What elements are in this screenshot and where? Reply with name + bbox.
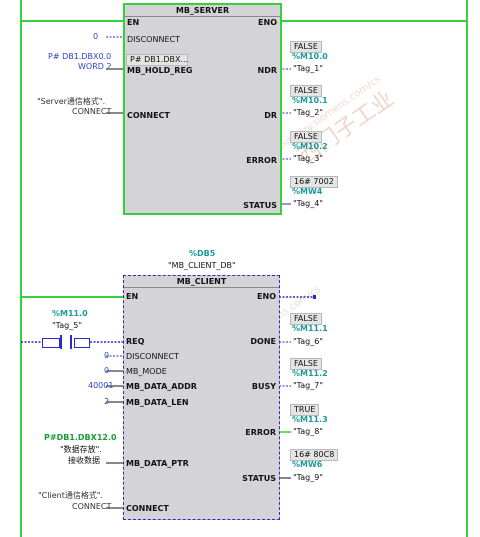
server-hold-reg-value[interactable]: P# DB1.DBX0.0 xyxy=(48,52,112,61)
pin-eno: ENO xyxy=(258,18,277,27)
done-address[interactable]: %M11.1 xyxy=(292,324,328,333)
busy-address[interactable]: %M11.2 xyxy=(292,369,328,378)
done-tag[interactable]: "Tag_6" xyxy=(293,337,323,346)
client-mode-value[interactable]: 0 xyxy=(104,366,110,375)
ndr-address[interactable]: %M10.0 xyxy=(292,52,328,61)
pin-eno: ENO xyxy=(257,292,276,301)
pin-done: DONE xyxy=(250,337,276,346)
pin-en: EN xyxy=(127,18,140,27)
server-connect-value-2[interactable]: CONNECT xyxy=(72,107,112,116)
status-state: 16# 7002 xyxy=(290,176,338,188)
pin-hold-reg-value: P# DB1.DBX... xyxy=(126,54,188,66)
busy-state: FALSE xyxy=(290,358,322,370)
pin-mode: MB_MODE xyxy=(126,367,167,376)
status-tag[interactable]: "Tag_9" xyxy=(293,473,323,482)
block-title: MB_SERVER xyxy=(125,5,280,17)
client-data-len-value[interactable]: 2 xyxy=(104,397,110,406)
req-contact-tag[interactable]: "Tag_5" xyxy=(52,321,82,330)
pin-req: REQ xyxy=(126,337,145,346)
pin-ndr: NDR xyxy=(257,66,278,75)
error-state: TRUE xyxy=(290,404,320,416)
server-hold-reg-word[interactable]: WORD 2 xyxy=(78,62,112,71)
mb-server-block[interactable]: MB_SERVER EN ENO DISCONNECT P# DB1.DBX..… xyxy=(123,3,282,215)
pin-dr: DR xyxy=(264,111,277,120)
dr-state: FALSE xyxy=(290,85,322,97)
error-address[interactable]: %M11.3 xyxy=(292,415,328,424)
dr-address[interactable]: %M10.1 xyxy=(292,96,328,105)
error-address[interactable]: %M10.2 xyxy=(292,142,328,151)
pin-error: ERROR xyxy=(246,156,277,165)
pin-connect: CONNECT xyxy=(127,111,170,120)
status-tag[interactable]: "Tag_4" xyxy=(293,199,323,208)
pin-status: STATUS xyxy=(243,201,277,210)
ndr-state: FALSE xyxy=(290,41,322,53)
client-db-address[interactable]: %DB5 xyxy=(189,249,216,258)
pin-en: EN xyxy=(126,292,139,301)
status-address[interactable]: %MW4 xyxy=(292,187,323,196)
status-address[interactable]: %MW6 xyxy=(292,460,323,469)
client-data-ptr-value-3[interactable]: 接收数据 xyxy=(68,456,100,465)
req-contact[interactable] xyxy=(42,335,90,349)
error-tag[interactable]: "Tag_8" xyxy=(293,427,323,436)
pin-data-len: MB_DATA_LEN xyxy=(126,398,189,407)
pin-data-ptr: MB_DATA_PTR xyxy=(126,459,189,468)
pin-error: ERROR xyxy=(245,428,276,437)
pin-status: STATUS xyxy=(242,474,276,483)
error-state: FALSE xyxy=(290,131,322,143)
server-disconnect-value[interactable]: 0 xyxy=(93,32,99,41)
pin-disconnect: DISCONNECT xyxy=(126,352,179,361)
client-data-addr-value[interactable]: 40001 xyxy=(88,381,114,390)
pin-disconnect: DISCONNECT xyxy=(127,35,180,44)
req-contact-address[interactable]: %M11.0 xyxy=(52,309,88,318)
busy-tag[interactable]: "Tag_7" xyxy=(293,381,323,390)
client-disconnect-value[interactable]: 0 xyxy=(104,351,110,360)
mb-client-block[interactable]: MB_CLIENT EN ENO REQ DONE DISCONNECT MB_… xyxy=(123,275,280,520)
block-title: MB_CLIENT xyxy=(124,276,279,288)
contact-left-bar xyxy=(60,335,62,349)
client-connect-value-2[interactable]: CONNECT xyxy=(72,502,112,511)
client-connect-value[interactable]: "Client通信格式". xyxy=(38,491,104,500)
pin-busy: BUSY xyxy=(251,382,276,391)
server-connect-value[interactable]: "Server通信格式". xyxy=(37,97,106,106)
done-state: FALSE xyxy=(290,313,322,325)
client-db-name[interactable]: "MB_CLIENT_DB" xyxy=(168,261,236,270)
pin-connect: CONNECT xyxy=(126,504,169,513)
pin-data-addr: MB_DATA_ADDR xyxy=(126,382,197,391)
contact-right-bar xyxy=(70,335,72,349)
pin-hold-reg: MB_HOLD_REG xyxy=(127,66,193,75)
error-tag[interactable]: "Tag_3" xyxy=(293,154,323,163)
ndr-tag[interactable]: "Tag_1" xyxy=(293,64,323,73)
client-data-ptr-value-2[interactable]: "数据存放". xyxy=(60,445,102,454)
dr-tag[interactable]: "Tag_2" xyxy=(293,108,323,117)
status-state: 16# 80C8 xyxy=(290,449,339,461)
client-data-ptr-value[interactable]: P#DB1.DBX12.0 xyxy=(44,433,117,442)
